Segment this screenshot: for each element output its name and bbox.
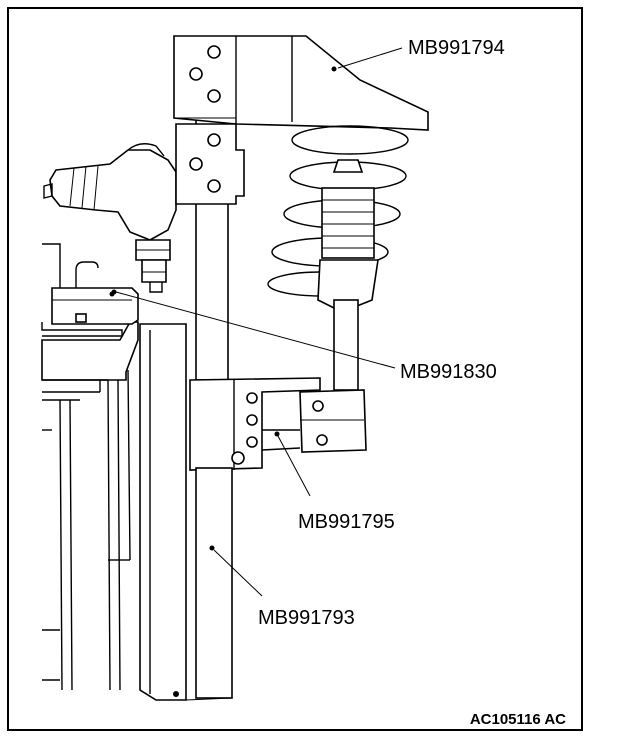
workbench <box>41 243 139 691</box>
stand-base <box>139 323 233 701</box>
label-wrench-adapter: MB991830 <box>400 361 497 383</box>
top-tool <box>173 35 429 205</box>
figure-frame <box>7 7 583 731</box>
impact-wrench <box>43 143 177 293</box>
leader-lines <box>111 47 403 597</box>
coil-spring-strut <box>267 125 409 453</box>
label-stand: MB991793 <box>258 607 355 629</box>
mount-bracket <box>189 377 321 471</box>
figure-id: AC105116 AC <box>470 711 566 728</box>
label-top-tool: MB991794 <box>408 37 505 59</box>
label-mount-bracket: MB991795 <box>298 511 395 533</box>
adapter-box <box>51 261 139 325</box>
